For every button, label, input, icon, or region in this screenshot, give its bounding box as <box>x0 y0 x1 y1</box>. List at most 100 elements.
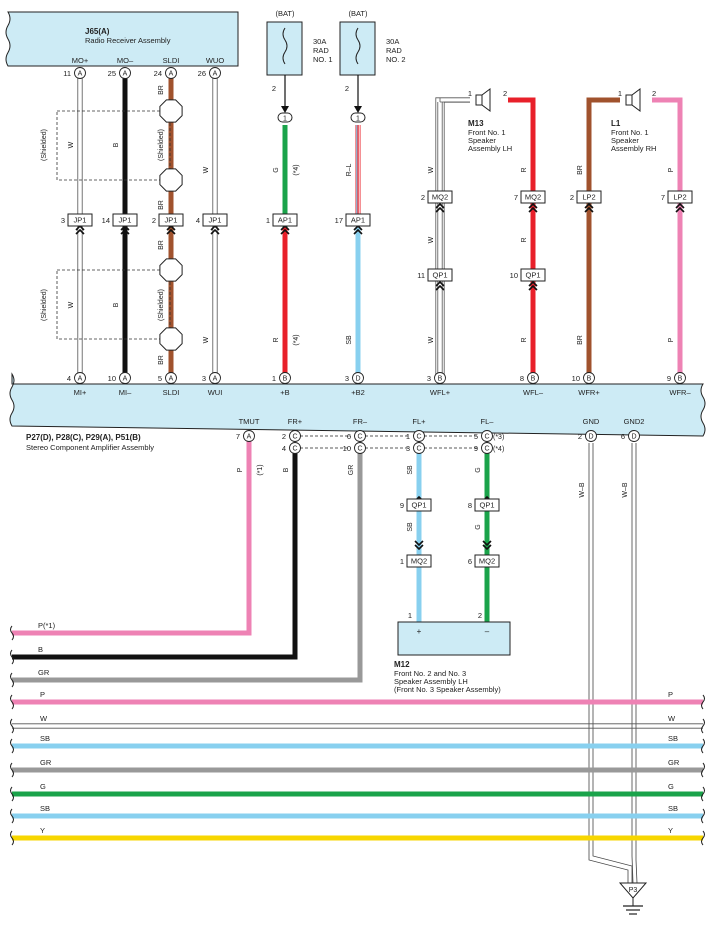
left-break-1 <box>10 649 14 665</box>
amp-bot-pin-2-letter: C <box>357 434 362 441</box>
fuse-symbol-1 <box>355 27 361 65</box>
jp1-conn-2-label: JP1 <box>165 216 178 225</box>
bus-break-left-3 <box>10 762 14 778</box>
amp-bot-pin-5-letter: D <box>588 434 593 441</box>
amp-bot-pin-3-letter: C <box>416 434 421 441</box>
qp1-top-pin-0: 11 <box>417 271 425 280</box>
fuse-arrow-1 <box>354 106 362 113</box>
shield-label-1: (Shielded) <box>41 129 48 161</box>
lp2-conn-0 <box>576 190 602 204</box>
amp-name: Stereo Component Amplifier Assembly <box>26 443 154 452</box>
wl-br5: BR <box>577 165 584 175</box>
spk-lh-line-0: Front No. 1 <box>468 128 506 137</box>
amp-bot-name-5: GND <box>583 417 600 426</box>
gnd-wire-a <box>588 443 629 883</box>
amp-top-pin-8-letter: B <box>587 376 592 383</box>
ap1-conn-0-label: AP1 <box>278 216 292 225</box>
gnd2-wire-a <box>631 443 634 884</box>
radio-box <box>5 11 239 67</box>
bus-label-left-6: Y <box>40 826 45 835</box>
qp1-bot-pin-0: 9 <box>400 501 404 510</box>
jp1-conn-2 <box>158 213 184 227</box>
wl-br3: BR <box>158 240 165 250</box>
amp-top-num-5: 3 <box>345 374 349 383</box>
wl-wb1: W–B <box>579 482 586 498</box>
radio-pin-0 <box>74 67 86 79</box>
amp-top-name-8: WFR+ <box>578 388 600 397</box>
lp2-chev-1-1 <box>675 206 685 213</box>
m12-line-0: Front No. 2 and No. 3 <box>394 669 466 678</box>
mq2-bot-0-label: MQ2 <box>411 557 427 566</box>
speaker-lh-icon-cone <box>481 88 491 112</box>
ground-label: P3 <box>629 887 638 894</box>
qp1-bot-0-label: QP1 <box>411 501 426 510</box>
shield-label-4: (Shielded) <box>158 289 165 321</box>
shield-octagon-0 <box>159 99 183 123</box>
amp-bot-pin-6-letter: D <box>631 434 636 441</box>
qp1-top-0-label: QP1 <box>432 271 447 280</box>
amp-bot-num-1: 2 <box>282 432 286 441</box>
ap1-chev-1-1 <box>353 228 363 235</box>
amp-top-num-8: 10 <box>572 374 580 383</box>
bus-label-left-3: GR <box>40 758 52 767</box>
left-wire-label-1: B <box>38 645 43 654</box>
amp-top-pin-4 <box>279 372 291 384</box>
amp-top-pin-9 <box>674 372 686 384</box>
shield-box-lower <box>56 269 171 340</box>
amp-bot-num2-1: 4 <box>282 444 286 453</box>
amp-bot-pin-1-letter: C <box>292 434 297 441</box>
m12-plus: + <box>417 627 422 636</box>
bat-conn-0 <box>277 112 293 123</box>
amp-bot-num2-4: 9 <box>474 444 478 453</box>
amp-bot-num-0: 7 <box>236 432 240 441</box>
radio-pin-num-0: 11 <box>63 69 71 78</box>
qp1-bot-1 <box>474 498 500 512</box>
radio-pin-name-3: WUO <box>206 56 224 65</box>
amp-top-pin-6-letter: B <box>438 376 443 383</box>
bus-break-right-0 <box>701 694 705 710</box>
amp-bot-pin2-1-letter: C <box>292 446 297 453</box>
mq2-top-chev-1-0 <box>528 202 538 209</box>
mq2-bot-chev-1-1 <box>482 540 492 547</box>
radio-pin-3-letter: A <box>213 71 218 78</box>
wl-g2: G <box>475 467 482 472</box>
spk-lh-line-1: Speaker <box>468 136 496 145</box>
bat-pin-1: 1 <box>356 116 360 123</box>
radio-name: Radio Receiver Assembly <box>85 36 171 45</box>
wfl-plus-outline2 <box>443 101 470 375</box>
spk-lh-pin1: 1 <box>468 89 472 98</box>
lp2-conn-1-label: LP2 <box>673 193 686 202</box>
wl-star1: (*1) <box>257 464 264 475</box>
amp-top-pin-5 <box>352 372 364 384</box>
jp1-conn-0 <box>67 213 93 227</box>
amp-bot-pin2-4-letter: C <box>484 446 489 453</box>
wl-w5: W <box>428 166 435 173</box>
amp-bot-pin-5 <box>585 430 597 442</box>
mq2-top-0-label: MQ2 <box>432 193 448 202</box>
wl-b2: B <box>113 302 120 307</box>
bus-label-left-5: SB <box>40 804 50 813</box>
bus-label-left-2: SB <box>40 734 50 743</box>
mq2-top-pin-0: 2 <box>421 193 425 202</box>
wl-r2: R <box>521 167 528 172</box>
qp1-top-1-label: QP1 <box>525 271 540 280</box>
bus-break-right-2 <box>701 738 705 754</box>
bat-pin-0: 1 <box>283 116 287 123</box>
fuse-line-0-1: RAD <box>313 46 329 55</box>
amp-bot-name-4: FL– <box>481 417 495 426</box>
jp1-pin-1: 14 <box>102 216 110 225</box>
mq2-top-chev-1-1 <box>528 206 538 213</box>
bus-break-right-6 <box>701 830 705 846</box>
wl-w6: W <box>428 236 435 243</box>
bus-label-left-0: P <box>40 690 45 699</box>
spk-rh-line-2: Assembly RH <box>611 144 656 153</box>
qp1-top-0 <box>427 268 453 282</box>
gnd-wire-b <box>592 443 633 883</box>
bus-break-left-4 <box>10 786 14 802</box>
wfr-plus-wire <box>586 97 620 375</box>
lp2-conn-1 <box>667 190 693 204</box>
amp-top-num-1: 10 <box>108 374 116 383</box>
fuse-pin-0: 2 <box>272 84 276 93</box>
wl-sb3: SB <box>407 522 414 532</box>
amp-bot-pin2-4 <box>481 442 493 454</box>
